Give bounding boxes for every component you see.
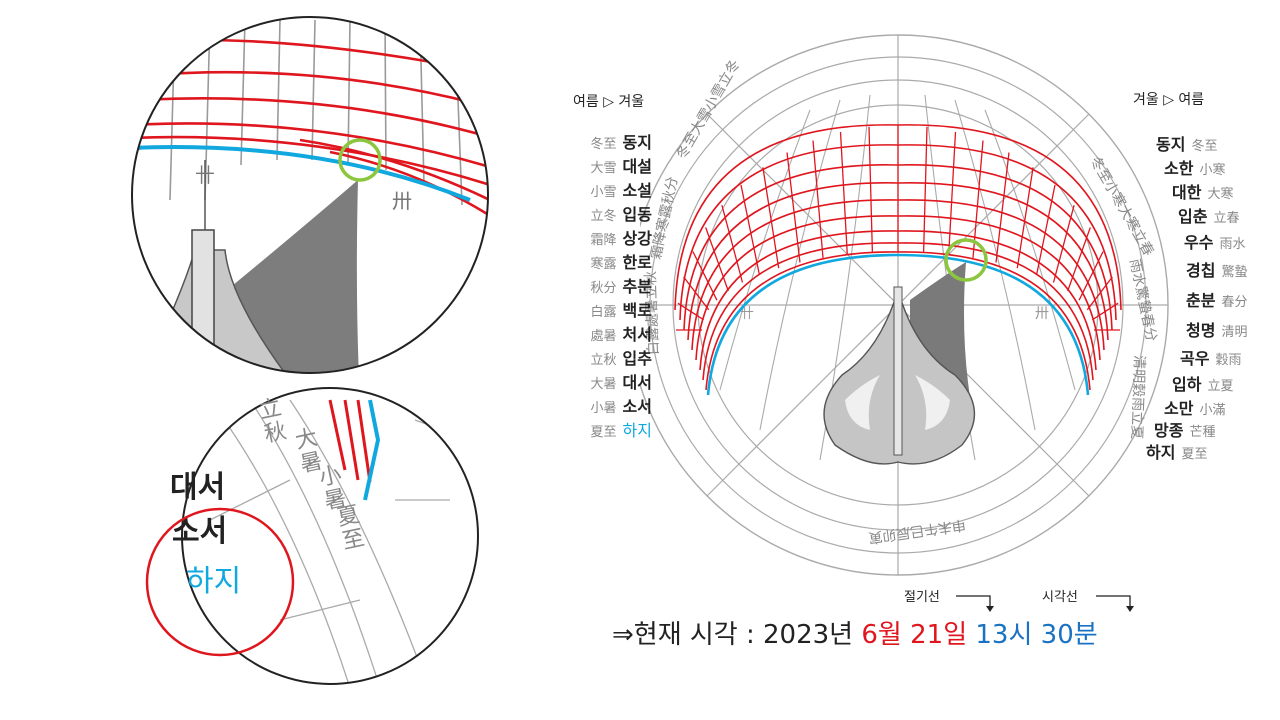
hour-line xyxy=(1078,251,1104,301)
sundial-diagram: 卄 卅 冬至大雪小雪立冬 霜降寒露秋分 白露處暑立秋 冬至小寒大寒立春 雨水驚蟄… xyxy=(640,34,1169,576)
svg-text:卅: 卅 xyxy=(1035,306,1049,322)
hour-line xyxy=(1091,302,1119,321)
zoom-top: 卄 卅 xyxy=(131,16,489,685)
hour-line xyxy=(683,276,710,311)
current-time-text: ⇒현재 시각 : 2023년 6월 21일 13시 30분 xyxy=(612,614,1098,651)
hour-line xyxy=(762,167,780,269)
hour-line xyxy=(922,126,928,253)
hour-line xyxy=(972,140,984,258)
current-minute: 30분 xyxy=(1040,620,1098,650)
hour-line xyxy=(705,227,729,292)
hour-line xyxy=(721,205,744,283)
highlight-circle-red xyxy=(145,507,295,657)
hour-line xyxy=(1035,184,1056,275)
hour-line xyxy=(1067,227,1091,292)
current-month: 6월 xyxy=(861,620,902,650)
current-hour: 13시 xyxy=(975,620,1033,650)
zoom-term-1: 대서 xyxy=(170,470,226,505)
hour-line xyxy=(677,302,705,321)
hour-line xyxy=(1086,276,1113,311)
hour-line xyxy=(995,152,1010,263)
current-day: 21일 xyxy=(910,620,968,650)
svg-text:霜降寒露秋分: 霜降寒露秋分 xyxy=(647,175,681,261)
hour-line xyxy=(740,184,761,275)
left-header: 여름 ▷ 겨울 xyxy=(573,94,645,110)
current-time-prefix: ⇒현재 시각 : 2023년 xyxy=(612,620,862,650)
highlight-circle-green-zoom xyxy=(338,138,382,182)
arrow-icon xyxy=(956,595,994,612)
svg-text:冬至大雪小雪立冬: 冬至大雪小雪立冬 xyxy=(674,57,744,162)
zoom-term-3: 하지 xyxy=(186,564,242,599)
hour-line xyxy=(692,251,718,301)
svg-text:卅: 卅 xyxy=(392,189,412,213)
hour-line xyxy=(812,140,824,258)
svg-text:卄: 卄 xyxy=(195,163,215,187)
solar-term-line-label: 절기선 xyxy=(904,590,940,605)
hour-line xyxy=(948,131,957,255)
hour-line xyxy=(1052,205,1075,283)
hour-line xyxy=(868,126,874,253)
time-line-label: 시각선 xyxy=(1042,590,1078,605)
svg-text:申未午巳辰卯寅: 申未午巳辰卯寅 xyxy=(867,516,966,546)
svg-text:清明穀雨立夏: 清明穀雨立夏 xyxy=(1128,355,1147,440)
svg-text:卄: 卄 xyxy=(740,306,754,322)
svg-text:白露處暑立秋: 白露處暑立秋 xyxy=(643,271,662,356)
right-header: 겨울 ▷ 여름 xyxy=(1133,92,1205,108)
hour-line xyxy=(1016,167,1034,269)
hour-line xyxy=(786,152,801,263)
hour-line xyxy=(839,131,848,255)
arrow-icon xyxy=(1096,595,1134,612)
